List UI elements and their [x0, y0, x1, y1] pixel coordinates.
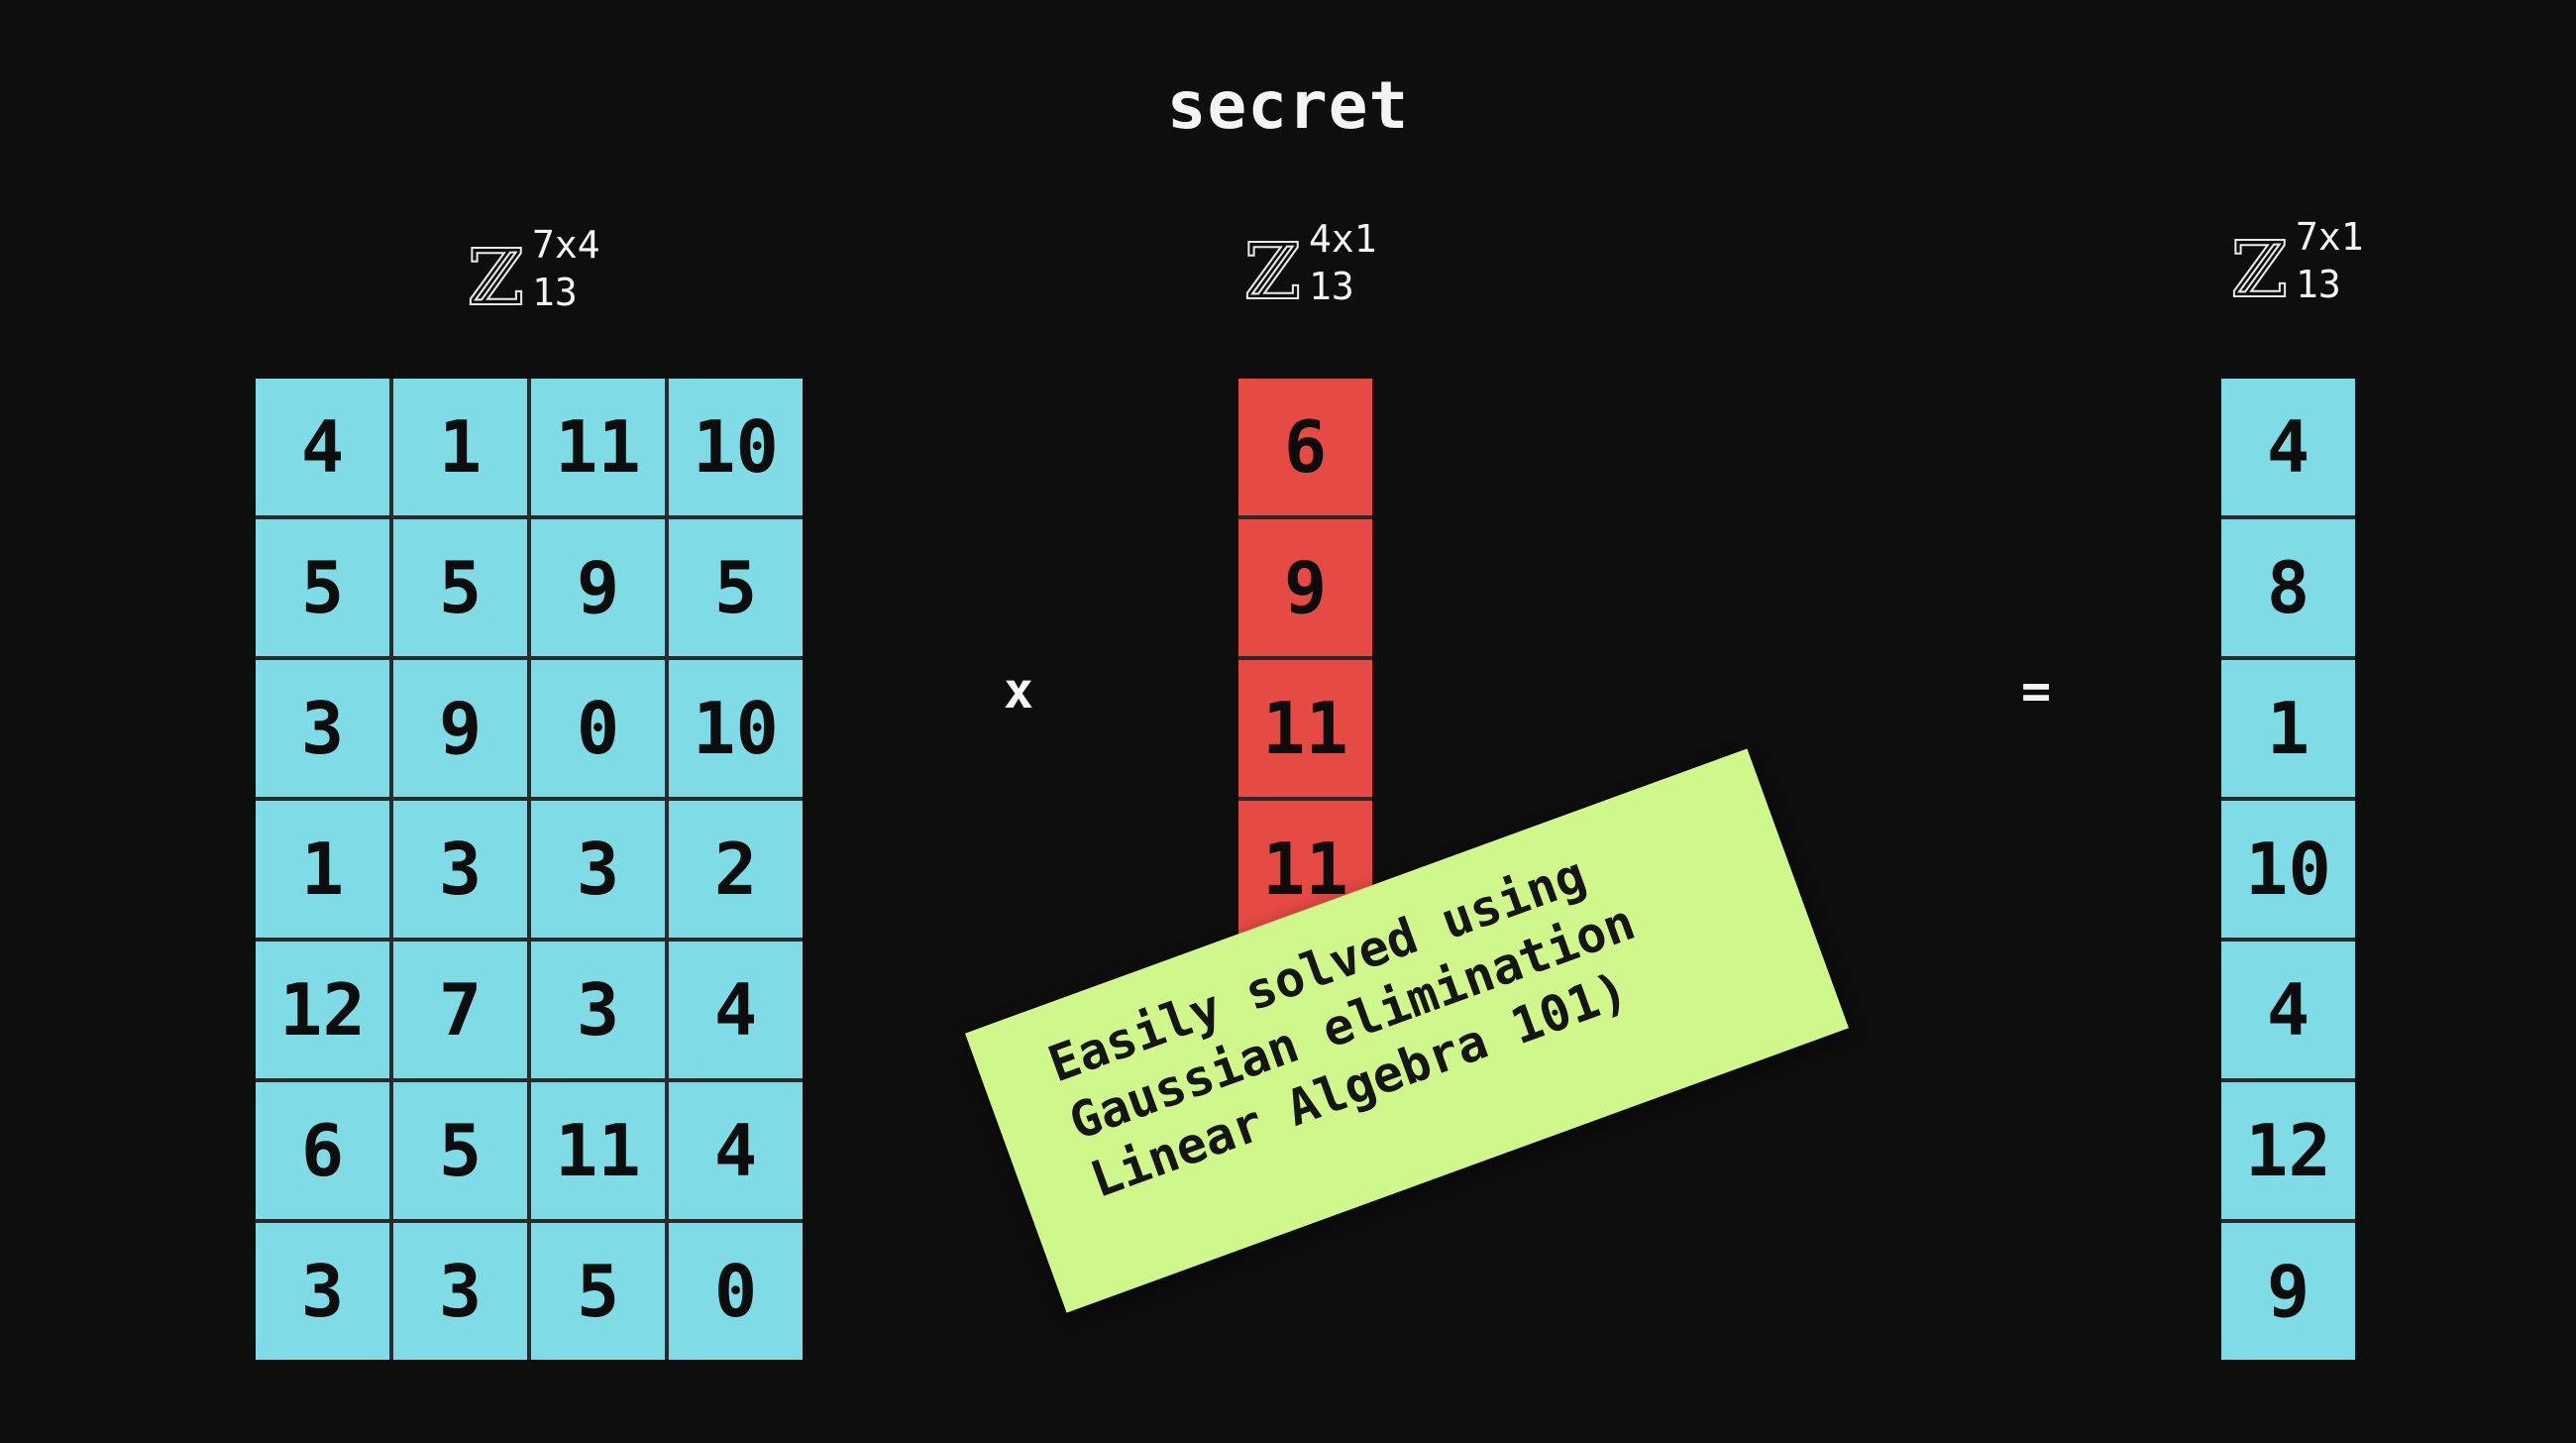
matrix-a-cell: 11	[531, 379, 665, 515]
result-vector-cell: 4	[2221, 379, 2355, 515]
multiply-operator: x	[1004, 662, 1034, 720]
gaussian-elimination-note: Easily solved using Gaussian elimination…	[965, 748, 1849, 1313]
matrix-a-dimensions: 7x4	[532, 223, 600, 267]
matrix-a-cell: 9	[393, 660, 527, 797]
secret-vector-cell: 11	[1238, 660, 1372, 797]
result-vector-cell: 8	[2221, 519, 2355, 656]
equals-operator: =	[2021, 662, 2052, 720]
vector-b-dimensions: 7x1	[2296, 215, 2364, 259]
matrix-a-cell: 5	[393, 519, 527, 656]
matrix-a-cell: 4	[669, 1082, 803, 1219]
matrix-a-cell: 2	[669, 801, 803, 938]
result-vector-cell: 12	[2221, 1082, 2355, 1219]
vector-s-set-label: ℤ 4x1 13	[1243, 220, 1403, 323]
secret-vector-cell: 6	[1238, 379, 1372, 515]
matrix-a-cell: 0	[669, 1223, 803, 1360]
secret-vector-cell: 9	[1238, 519, 1372, 656]
matrix-a-cell: 5	[393, 1082, 527, 1219]
matrix-a-cell: 3	[531, 801, 665, 938]
matrix-a-cell: 5	[669, 519, 803, 656]
vector-b-set-label: ℤ 7x1 13	[2230, 218, 2390, 321]
matrix-a-modulus: 13	[532, 271, 578, 314]
matrix-a-cell: 3	[256, 1223, 389, 1360]
matrix-a-cell: 10	[669, 379, 803, 515]
result-vector-cell: 10	[2221, 801, 2355, 938]
matrix-a-cell: 5	[531, 1223, 665, 1360]
matrix-a-cell: 5	[256, 519, 389, 656]
matrix-a-cell: 3	[531, 942, 665, 1078]
result-vector-cell: 1	[2221, 660, 2355, 797]
result-vector-cell: 4	[2221, 942, 2355, 1078]
matrix-a-cell: 4	[256, 379, 389, 515]
integers-symbol-icon: ℤ	[1243, 228, 1302, 317]
matrix-a-cell: 0	[531, 660, 665, 797]
vector-s-dimensions: 4x1	[1309, 217, 1377, 261]
matrix-a-cell: 6	[256, 1082, 389, 1219]
matrix-a-cell: 9	[531, 519, 665, 656]
integers-symbol-icon: ℤ	[467, 234, 525, 323]
matrix-a-cell: 3	[256, 660, 389, 797]
matrix-a-cell: 10	[669, 660, 803, 797]
page-title: secret	[1166, 67, 1410, 144]
matrix-a-cell: 7	[393, 942, 527, 1078]
matrix-a-cell: 3	[393, 801, 527, 938]
matrix-a-cell: 1	[256, 801, 389, 938]
matrix-a-cell: 11	[531, 1082, 665, 1219]
matrix-a-cell: 1	[393, 379, 527, 515]
integers-symbol-icon: ℤ	[2230, 226, 2289, 315]
vector-s-modulus: 13	[1309, 265, 1354, 308]
vector-b-modulus: 13	[2296, 263, 2341, 306]
matrix-a-set-label: ℤ 7x4 13	[467, 226, 626, 329]
matrix-a-cell: 3	[393, 1223, 527, 1360]
matrix-a-cell: 12	[256, 942, 389, 1078]
matrix-a-cell: 4	[669, 942, 803, 1078]
result-vector-cell: 9	[2221, 1223, 2355, 1360]
